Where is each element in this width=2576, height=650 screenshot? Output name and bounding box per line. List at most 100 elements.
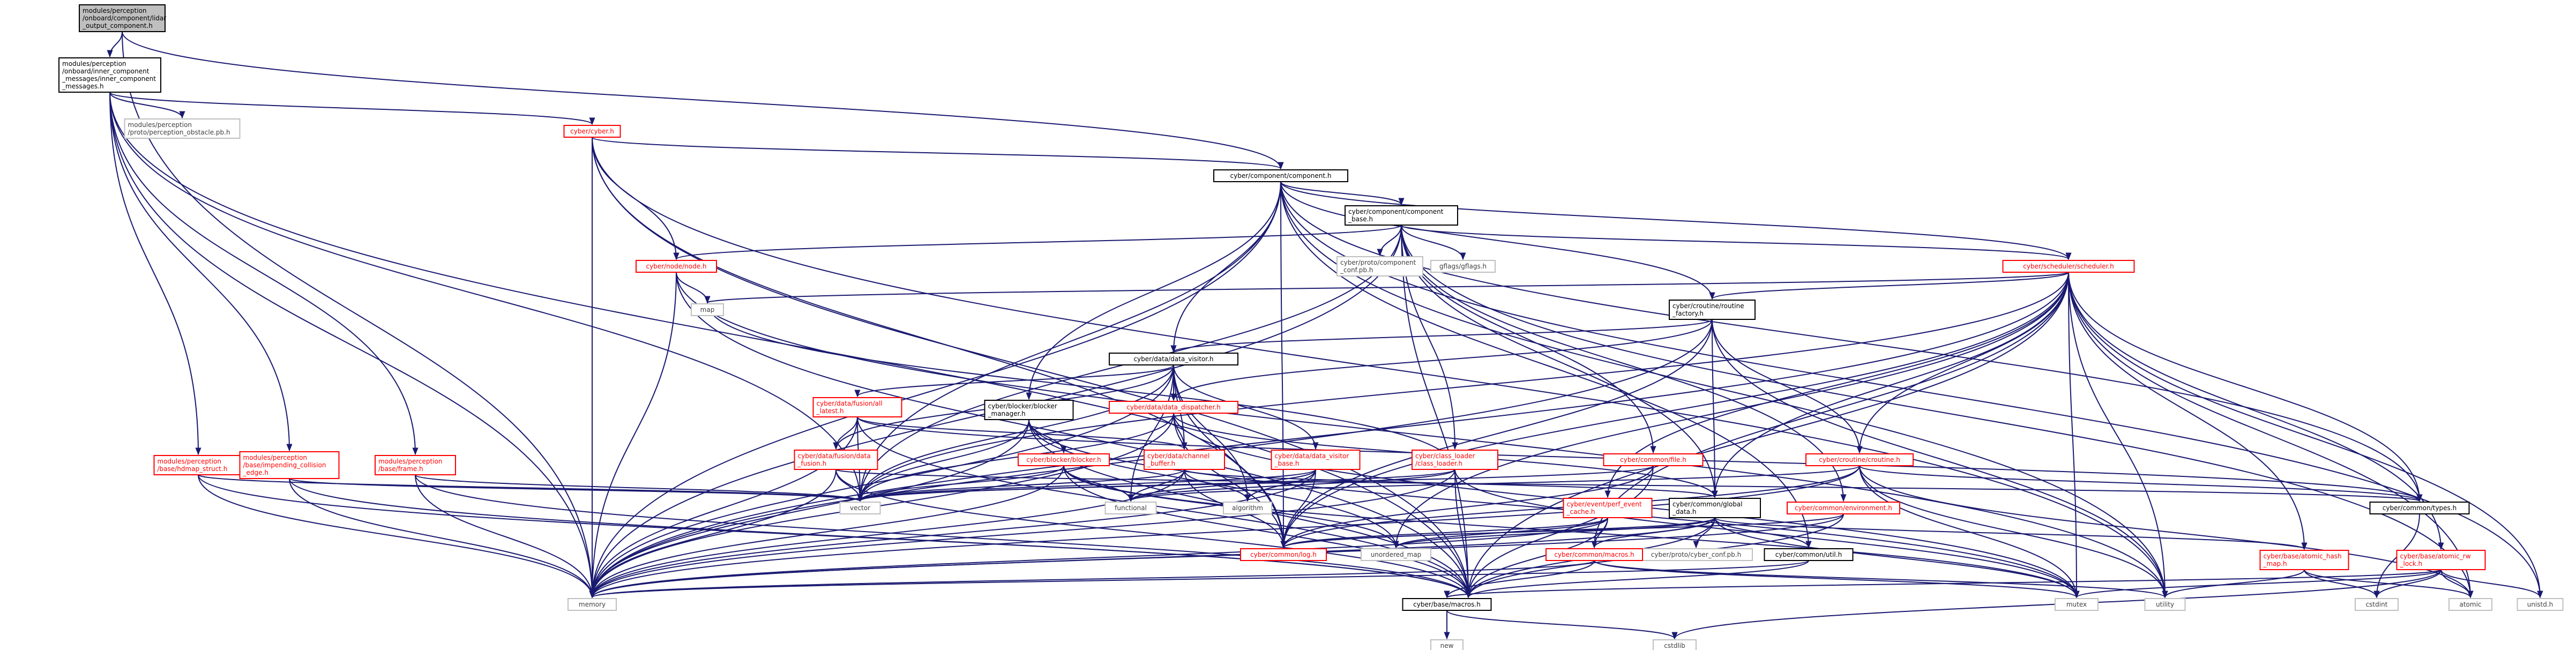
- dependency-edge: [2068, 272, 2474, 599]
- node-box: [1345, 205, 1458, 226]
- node-label: cyber/component/component.h: [1230, 172, 1332, 180]
- node-label: _lock.h: [2400, 560, 2423, 567]
- node-root[interactable]: modules/perception/onboard/component/lid…: [79, 4, 166, 32]
- node-label: _fusion.h: [797, 460, 827, 467]
- dependency-edge: [835, 469, 2422, 502]
- node-label: _output_component.h: [82, 22, 153, 29]
- node-atomic-hash[interactable]: cyber/base/atomic_hash_map.h: [2259, 550, 2349, 570]
- node-blocker-manager[interactable]: cyber/blocker/blocker_manager.h: [984, 400, 1074, 420]
- node-vector: vector: [839, 502, 881, 514]
- dependency-edge: [589, 413, 1174, 599]
- node-label: utility: [2156, 601, 2174, 608]
- node-label: cyber/node/node.h: [646, 263, 706, 270]
- node-box: [2369, 502, 2470, 514]
- node-label: /onboard/component/lidar: [83, 14, 166, 22]
- dependency-edge: [415, 474, 863, 502]
- dependency-edge: [2162, 569, 2305, 599]
- dependency-edge: [857, 181, 1281, 502]
- node-node-h[interactable]: cyber/node/node.h: [636, 260, 717, 273]
- node-label: cyber/common/util.h: [1775, 551, 1842, 558]
- dependency-edge: [1465, 272, 2069, 599]
- node-label: modules/perception: [62, 60, 126, 68]
- dependency-edge: [1280, 517, 1608, 549]
- node-box: [1213, 169, 1348, 182]
- dependency-edge: [589, 469, 1316, 599]
- node-routine-factory[interactable]: cyber/croutine/routine_factory.h: [1669, 300, 1756, 320]
- node-class-loader[interactable]: cyber/class_loader/class_loader.h: [1412, 450, 1498, 470]
- node-box: [1603, 453, 1704, 466]
- dependency-edge: [109, 92, 201, 455]
- node-util[interactable]: cyber/common/util.h: [1764, 548, 1854, 561]
- node-data-visitor[interactable]: cyber/data/data_visitor.h: [1109, 353, 1238, 365]
- node-label: unistd.h: [2527, 601, 2553, 608]
- dependency-edge: [857, 272, 2069, 502]
- dependency-edge: [589, 465, 1064, 599]
- node-global-data[interactable]: cyber/common/global_data.h: [1669, 498, 1761, 518]
- node-new: new: [1430, 639, 1464, 650]
- node-data-dispatcher[interactable]: cyber/data/data_dispatcher.h: [1109, 401, 1238, 414]
- node-base-macros[interactable]: cyber/base/macros.h: [1402, 598, 1492, 611]
- node-cyber-h[interactable]: cyber/cyber.h: [563, 125, 621, 138]
- node-box: [2396, 550, 2486, 570]
- dependency-edge: [198, 474, 595, 599]
- node-data-fusion[interactable]: cyber/data/fusion/data_fusion.h: [794, 450, 878, 470]
- node-log[interactable]: cyber/common/log.h: [1240, 548, 1327, 561]
- node-cstdint: cstdint: [2355, 598, 2399, 611]
- dependency-edge: [1280, 181, 2168, 599]
- node-box: [1805, 453, 1914, 466]
- node-label: _manager.h: [988, 410, 1026, 417]
- dependency-edge: [1401, 225, 1466, 260]
- node-perf-event[interactable]: cyber/event/perf_event_cache.h: [1563, 498, 1653, 518]
- dependency-edge: [1714, 517, 1812, 549]
- node-data-visitor-base[interactable]: cyber/data/data_visitor_base.h: [1271, 450, 1361, 470]
- node-types[interactable]: cyber/common/types.h: [2369, 502, 2470, 514]
- dependency-edge: [857, 416, 1188, 450]
- node-box: [2259, 550, 2349, 570]
- dependency-edge: [589, 181, 1281, 599]
- dependency-edge: [857, 465, 1064, 502]
- node-all-latest[interactable]: cyber/data/fusion/all_latest.h: [812, 397, 902, 417]
- node-unordered-map: unordered_map: [1361, 548, 1431, 561]
- node-blocker-h[interactable]: cyber/blocker/blocker.h: [1018, 453, 1110, 466]
- dependency-edge: [1280, 181, 1715, 300]
- node-impending[interactable]: modules/perception/base/impending_collis…: [239, 451, 340, 479]
- node-inner-msgs[interactable]: modules/perception/onboard/inner_compone…: [58, 57, 161, 93]
- node-box: [1669, 498, 1761, 518]
- node-box: [691, 303, 724, 316]
- node-box: [1144, 450, 1225, 470]
- node-utility: utility: [2144, 598, 2186, 611]
- node-macros-common[interactable]: cyber/common/macros.h: [1545, 548, 1643, 561]
- node-component-h[interactable]: cyber/component/component.h: [1213, 169, 1348, 182]
- node-atomic-rw[interactable]: cyber/base/atomic_rw_lock.h: [2396, 550, 2486, 570]
- dependency-edge: [589, 272, 2069, 599]
- dependency-edge: [1173, 364, 1251, 502]
- node-environment[interactable]: cyber/common/environment.h: [1787, 502, 1900, 514]
- dependency-edge: [1063, 465, 1472, 599]
- node-box: [1669, 300, 1756, 320]
- node-label: cyber/class_loader: [1415, 452, 1475, 460]
- dependency-edge: [1401, 225, 1472, 599]
- dependency-edge: [857, 416, 1472, 599]
- node-label: modules/perception: [378, 458, 443, 465]
- node-box: [2517, 598, 2564, 611]
- node-label: cyber/proto/cyber_conf.pb.h: [1651, 551, 1741, 558]
- node-label: /class_loader.h: [1415, 460, 1462, 467]
- dependency-edge: [2304, 569, 2380, 599]
- node-label: cstdlib: [1664, 642, 1685, 649]
- node-box: [984, 400, 1074, 420]
- dependency-edge: [2068, 272, 2080, 599]
- node-label: memory: [579, 601, 606, 608]
- node-scheduler[interactable]: cyber/scheduler/scheduler.h: [2002, 260, 2135, 273]
- node-file-h[interactable]: cyber/common/file.h: [1603, 453, 1704, 466]
- node-croutine[interactable]: cyber/croutine/croutine.h: [1805, 453, 1914, 466]
- dependency-edge: [854, 364, 1174, 398]
- node-component-base[interactable]: cyber/component/component_base.h: [1345, 205, 1458, 226]
- dependency-edge: [857, 419, 1029, 502]
- dependency-edge: [1401, 225, 1718, 498]
- node-hdmap[interactable]: modules/perception/base/hdmap_struct.h: [153, 455, 243, 475]
- node-box: [794, 450, 878, 470]
- node-box: [1545, 548, 1643, 561]
- node-channel-buffer[interactable]: cyber/data/channel_buffer.h: [1144, 450, 1225, 470]
- node-label: cyber/event/perf_event: [1567, 500, 1642, 508]
- node-frame[interactable]: modules/perception/base/frame.h: [375, 455, 456, 475]
